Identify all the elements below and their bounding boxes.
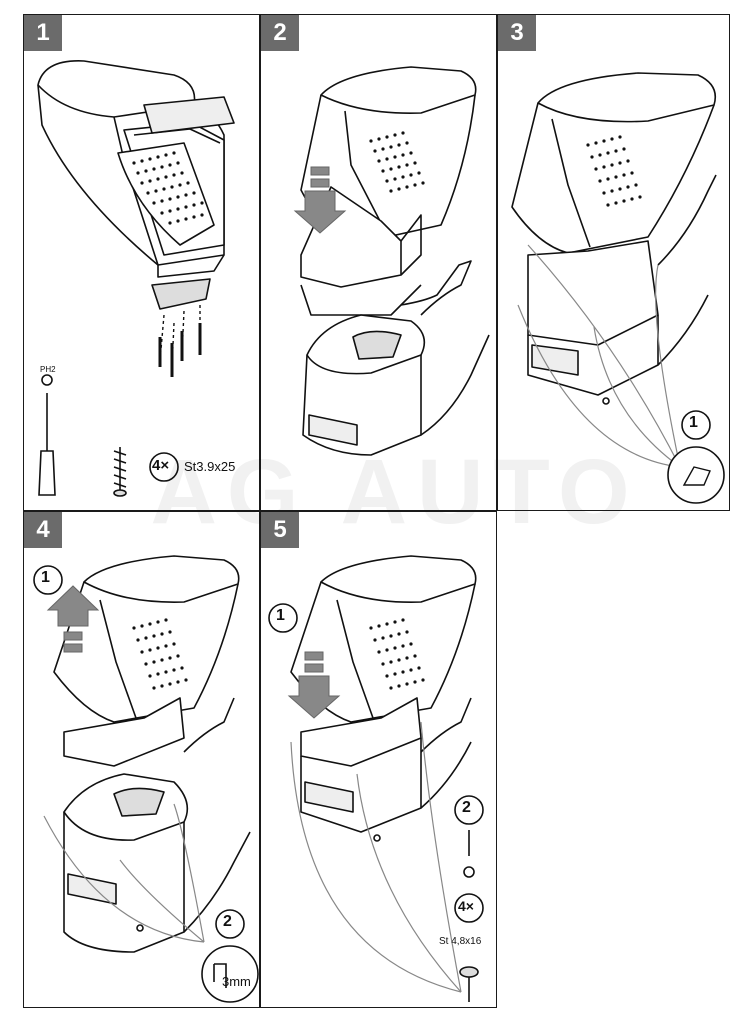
callout-number: 2 [223, 913, 232, 930]
wood-screw-icon [113, 447, 127, 497]
callout-circle [681, 410, 711, 440]
armrest-remove-and-drill-illustration [33, 555, 259, 1003]
quantity-badge: 4× [152, 457, 170, 474]
quantity-badge: 4× [458, 898, 474, 914]
hand-press-icon [667, 446, 725, 504]
drill-size-label: 3mm [222, 974, 251, 989]
tool-label: PH2 [40, 365, 56, 374]
callout-circle [454, 795, 484, 825]
drill-hole-icon [201, 945, 259, 1003]
watermark: AG AUTO [150, 441, 640, 543]
callout-number: 1 [41, 569, 50, 586]
step-number: 5 [261, 512, 299, 548]
callout-circle [215, 909, 245, 939]
armrest-bottom-mounting-illustration [37, 60, 235, 497]
screwdriver-icon [463, 830, 475, 878]
perforation-dots [132, 151, 204, 225]
callout-number: 1 [689, 414, 698, 431]
hand-motion-lines [517, 244, 681, 468]
up-arrow-icon [46, 585, 100, 653]
armrest-final-screw-illustration [268, 555, 484, 1002]
callout-number: 2 [462, 799, 471, 816]
step-number: 1 [24, 15, 62, 51]
screw-icons [158, 323, 202, 377]
step-1-panel: 1 [23, 14, 260, 511]
callout-number: 1 [276, 607, 285, 624]
armrest-adapter-install-illustration [293, 66, 490, 456]
quantity-badge-ring [149, 452, 179, 482]
step-4-panel: 4 [23, 511, 260, 1008]
step-number: 2 [261, 15, 299, 51]
step-number: 4 [24, 512, 62, 548]
down-arrow-icon [293, 166, 347, 234]
self-tapping-screw-icon [459, 966, 479, 1002]
step-2-panel: 2 [260, 14, 497, 511]
screwdriver-icon [38, 374, 56, 496]
step-number: 3 [498, 15, 536, 51]
callout-circle [33, 565, 63, 595]
quantity-badge-ring [454, 893, 484, 923]
screw-spec: St 4,8x16 [439, 936, 482, 947]
step-5-panel: 5 [260, 511, 497, 1008]
screw-spec: St3.9x25 [184, 459, 236, 474]
callout-circle [268, 603, 298, 633]
step-3-panel: 3 1 [497, 14, 730, 511]
armrest-fit-on-console-illustration [511, 72, 725, 504]
down-arrow-icon [287, 651, 341, 719]
